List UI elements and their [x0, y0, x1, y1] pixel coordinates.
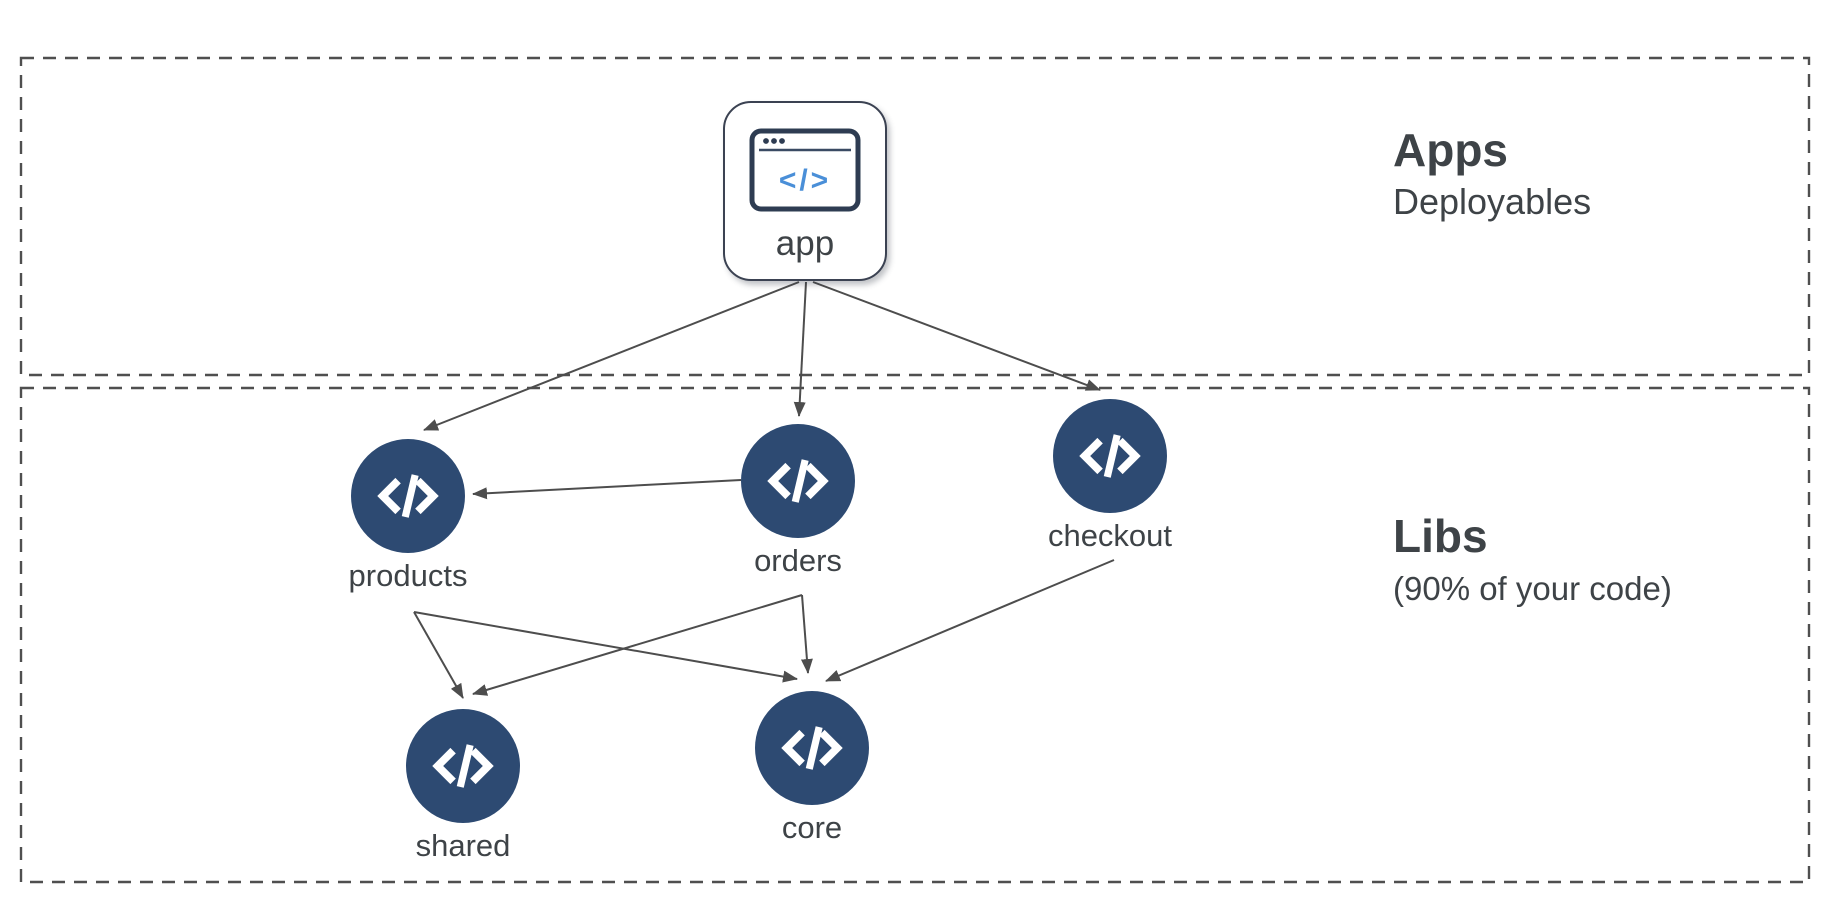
edge-orders-to-products — [472, 479, 742, 500]
edge-orders-to-shared — [472, 594, 803, 696]
code-icon — [432, 744, 494, 788]
apps-region-title: Apps — [1393, 124, 1508, 176]
libs-region-title: Libs — [1393, 510, 1488, 562]
edge-app-to-checkout — [812, 281, 1101, 391]
node-checkout: checkout — [1020, 399, 1200, 553]
node-core-label: core — [781, 810, 843, 845]
node-shared-circle — [406, 709, 520, 823]
node-shared-label: shared — [415, 828, 511, 863]
apps-region-caption: Apps Deployables — [1393, 124, 1591, 221]
node-orders-label: orders — [754, 543, 842, 578]
edge-products-to-shared — [413, 611, 464, 699]
edge-app-to-orders — [793, 281, 807, 417]
edge-app-to-products — [423, 281, 800, 431]
node-core-circle — [755, 691, 869, 805]
node-orders: orders — [708, 424, 888, 578]
libs-region-caption: Libs (90% of your code) — [1393, 510, 1672, 607]
libs-region-subtitle: (90% of your code) — [1393, 569, 1672, 607]
node-core: core — [722, 691, 902, 845]
edge-orders-to-core — [800, 594, 813, 674]
browser-code-icon: </> — [749, 128, 861, 212]
libs-region-border — [19, 386, 1811, 884]
node-app-label: app — [775, 224, 835, 263]
node-checkout-label: checkout — [1047, 518, 1173, 553]
edge-products-to-core — [413, 611, 798, 683]
apps-region-subtitle: Deployables — [1393, 180, 1592, 222]
code-icon — [781, 726, 843, 770]
node-orders-circle — [741, 424, 855, 538]
node-products-label: products — [348, 558, 468, 593]
code-icon — [1079, 434, 1141, 478]
apps-region-border — [19, 56, 1811, 377]
code-icon — [377, 474, 439, 518]
node-checkout-circle — [1053, 399, 1167, 513]
node-shared: shared — [373, 709, 553, 863]
code-icon — [767, 459, 829, 503]
node-app: </> app — [723, 101, 887, 281]
edge-checkout-to-core — [825, 559, 1115, 682]
node-products-circle — [351, 439, 465, 553]
code-glyph: </> — [779, 164, 831, 197]
node-products: products — [318, 439, 498, 593]
